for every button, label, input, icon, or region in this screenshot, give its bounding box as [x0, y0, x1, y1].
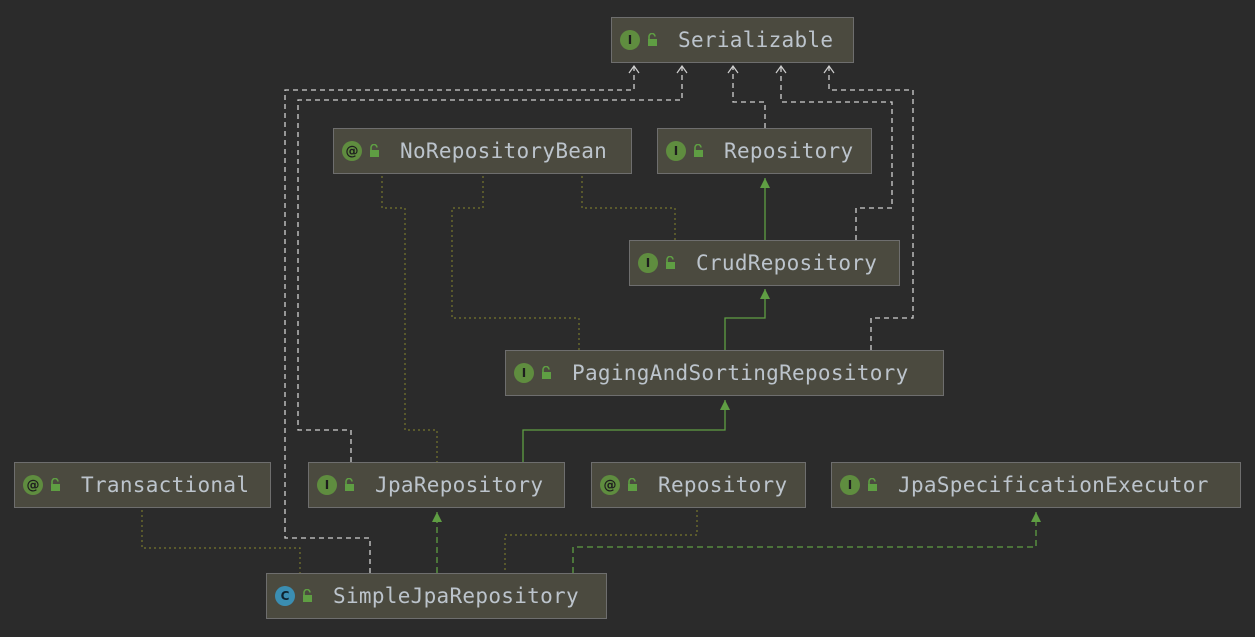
node-label: NoRepositoryBean: [400, 139, 608, 163]
unlocked-padlock-icon: [648, 33, 657, 46]
node-repository[interactable]: I Repository: [657, 128, 872, 174]
node-label: Transactional: [81, 473, 250, 497]
edge-jparepository-extends-pagingandsorting: [522, 400, 730, 462]
edge-crudrepository-to-serializable: [781, 66, 893, 240]
class-icon: C: [275, 586, 295, 606]
edge-norepositorybean-to-pagingandsorting: [451, 176, 580, 350]
unlocked-padlock-icon: [628, 478, 637, 491]
annotation-icon: @: [600, 475, 620, 495]
edge-jparepository-to-serializable: [297, 66, 682, 462]
node-label: PagingAndSortingRepository: [572, 361, 909, 385]
node-crud-repository[interactable]: I CrudRepository: [629, 240, 900, 286]
interface-icon: I: [317, 475, 337, 495]
node-paging-and-sorting-repository[interactable]: I PagingAndSortingRepository: [505, 350, 944, 396]
edge-simplejparepository-implements-jpaspecificationexecutor: [572, 512, 1041, 573]
interface-icon: I: [638, 253, 658, 273]
interface-icon: I: [666, 141, 686, 161]
node-no-repository-bean[interactable]: @ NoRepositoryBean: [333, 128, 632, 174]
annotation-icon: @: [23, 475, 43, 495]
node-label: Serializable: [678, 28, 834, 52]
node-simple-jpa-repository[interactable]: C SimpleJpaRepository: [266, 573, 607, 619]
unlocked-padlock-icon: [303, 589, 312, 602]
edge-repositoryannotation-to-simplejparepository: [504, 510, 698, 573]
node-transactional[interactable]: @ Transactional: [14, 462, 271, 508]
interface-icon: I: [514, 363, 534, 383]
unlocked-padlock-icon: [345, 478, 354, 491]
node-label: SimpleJpaRepository: [333, 584, 579, 608]
interface-icon: I: [620, 30, 640, 50]
edge-simplejparepository-to-serializable: [284, 66, 634, 573]
unlocked-padlock-icon: [694, 144, 703, 157]
edge-transactional-to-simplejparepository: [141, 510, 301, 573]
node-label: Repository: [724, 139, 854, 163]
annotation-icon: @: [342, 141, 362, 161]
unlocked-padlock-icon: [370, 144, 379, 157]
edge-pagingandsorting-to-serializable: [829, 66, 914, 350]
node-jpa-repository[interactable]: I JpaRepository: [308, 462, 565, 508]
unlocked-padlock-icon: [666, 256, 675, 269]
node-jpa-specification-executor[interactable]: I JpaSpecificationExecutor: [831, 462, 1241, 508]
edge-pagingandsorting-extends-crudrepository: [724, 289, 770, 350]
node-serializable[interactable]: I Serializable: [611, 17, 854, 63]
unlocked-padlock-icon: [51, 478, 60, 491]
unlocked-padlock-icon: [542, 366, 551, 379]
node-label: JpaSpecificationExecutor: [898, 473, 1209, 497]
edge-norepositorybean-to-jparepository: [381, 176, 438, 462]
unlocked-padlock-icon: [868, 478, 877, 491]
node-repository-annotation[interactable]: @ Repository: [591, 462, 806, 508]
node-label: Repository: [658, 473, 788, 497]
edge-repository-to-serializable: [733, 66, 766, 128]
interface-icon: I: [840, 475, 860, 495]
node-label: CrudRepository: [696, 251, 878, 275]
edge-norepositorybean-to-crudrepository: [581, 176, 676, 240]
node-label: JpaRepository: [375, 473, 544, 497]
